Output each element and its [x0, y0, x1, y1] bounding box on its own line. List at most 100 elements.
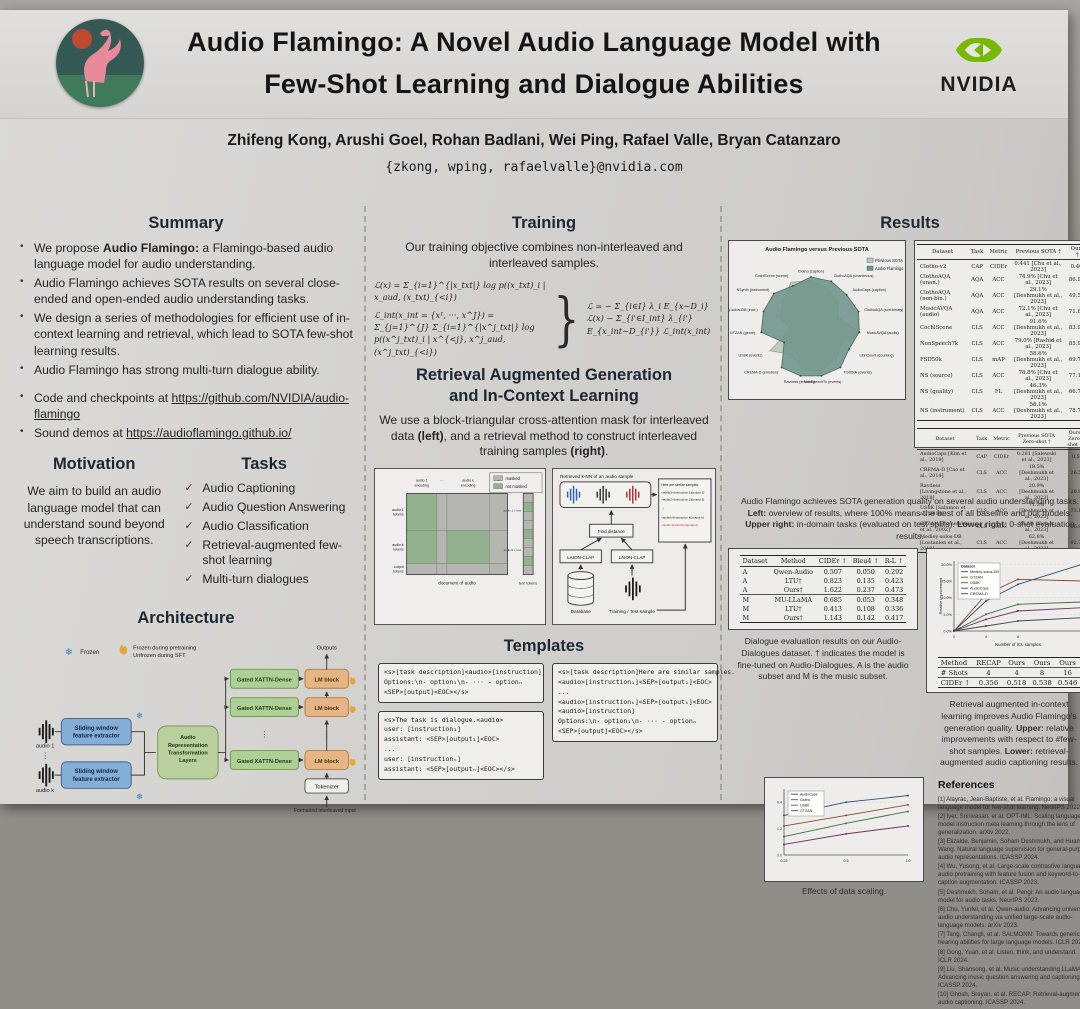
template-box-dialogue: <s>The task is dialogue.<audio> user: [i…: [378, 711, 544, 781]
summary-heading: Summary: [16, 214, 356, 233]
svg-text:Ravdess (emotion): Ravdess (emotion): [784, 380, 815, 384]
code-line: ⋮: [661, 505, 665, 510]
svg-text:ClothoAQA (non-binary): ClothoAQA (non-binary): [864, 308, 903, 312]
svg-text:text tokens: text tokens: [519, 581, 537, 585]
nvidia-eye-icon: [956, 34, 1002, 66]
icl-caption: Retrieval augmented in-context learning …: [934, 699, 1080, 769]
svg-text:US8K (events): US8K (events): [739, 353, 763, 357]
tasks-list: Audio CaptioningAudio Question Answering…: [172, 481, 356, 588]
training-heading: Training: [374, 214, 714, 233]
training-equations: ℒ(x) = Σ_{i=1}^{|x_txt|} log p((x_txt)_i…: [374, 279, 714, 358]
title-line-1: Audio Flamingo: A Novel Audio Language M…: [150, 22, 918, 64]
arch-audiok-label: audio k: [36, 788, 54, 794]
dialogue-caption: Dialogue evaluation results on our Audio…: [736, 636, 910, 682]
column-divider: [364, 206, 366, 800]
reference-item: [4] Wu, Yusong, et al. Large-scale contr…: [938, 863, 1080, 887]
box-label: LM block: [314, 678, 339, 684]
svg-text:5.0%: 5.0%: [943, 613, 952, 617]
flamingo-logo: [56, 19, 144, 107]
svg-text:audio k: audio k: [462, 478, 474, 482]
box-label: LAION-CLAP: [619, 555, 646, 560]
svg-text:Audio Flamingo: Audio Flamingo: [875, 266, 904, 271]
rag-heading-1: Retrieval Augmented Generation: [374, 366, 714, 385]
poster-columns: Summary We propose Audio Flamingo: a Fla…: [0, 202, 1068, 804]
motivation-heading: Motivation: [16, 455, 172, 474]
svg-text:4: 4: [985, 635, 987, 639]
summary-bullet[interactable]: Code and checkpoints at https://github.c…: [20, 390, 354, 422]
flame-icon: [350, 677, 356, 685]
svg-text:Clotho (caption): Clotho (caption): [798, 269, 824, 273]
svg-text:tokens: tokens: [393, 512, 404, 516]
svg-text:GTZAN: GTZAN: [970, 576, 983, 580]
box-label: Transformation: [168, 751, 208, 757]
reference-item: [6] Chu, Yunfei, et al. Qwen-audio: Adva…: [938, 906, 1080, 930]
box-label: Gated XATTN-Dense: [237, 706, 292, 712]
reference-item: [3] Elizalde, Benjamin, Soham Deshmukh, …: [938, 838, 1080, 862]
box-label: Audio: [180, 735, 196, 741]
motivation-tasks-row: Motivation We aim to build an audio lang…: [16, 455, 356, 591]
arch-legend-flame-1: Frozen during pretraining: [133, 646, 196, 652]
authors-block: Zhifeng Kong, Arushi Goel, Rohan Badlani…: [0, 132, 1068, 175]
photo-background: Audio Flamingo: A Novel Audio Language M…: [0, 0, 1080, 810]
reference-item: [5] Deshmukh, Soham, et al. Pengi: An au…: [938, 889, 1080, 905]
author-names: Zhifeng Kong, Arushi Goel, Rohan Badlani…: [0, 132, 1068, 150]
box-label: Layers: [179, 758, 197, 764]
svg-text:LibriCount (counting): LibriCount (counting): [859, 353, 893, 357]
box-label: LM block: [314, 706, 339, 712]
arch-legend-flame-2: Unfrozen during SFT: [133, 653, 186, 659]
box-label: Tokenizer: [315, 785, 339, 791]
box-label: feature extractor: [73, 734, 121, 740]
code-line: <audio2>[instruction 2]{output 2}: [661, 497, 704, 501]
box-label: Representation: [168, 743, 208, 749]
flame-icon: [120, 645, 127, 655]
templates-row: <s>[task description]<audio>[instruction…: [374, 663, 714, 780]
svg-text:0.25: 0.25: [781, 859, 788, 863]
nvidia-logo: NVIDIA: [924, 34, 1034, 97]
knn-label: Retrieved k-NN of an audio sample: [560, 474, 634, 480]
arch-outputs-label: Outputs: [316, 646, 337, 652]
svg-text:0.0%: 0.0%: [943, 630, 952, 634]
reference-item: [9] Liu, Shansong, et al. Music understa…: [938, 966, 1080, 990]
summary-bullet: Audio Flamingo has strong multi-turn dia…: [20, 362, 354, 378]
box-label: Gated XATTN-Dense: [237, 759, 292, 765]
arch-legend-frozen: Frozen: [80, 649, 100, 656]
database-icon: [568, 571, 594, 605]
lm-blocks: LM block LM block ⋮ LM block: [305, 670, 348, 770]
svg-text:ClothoAQA (unanimous): ClothoAQA (unanimous): [834, 274, 874, 278]
svg-text:0.2: 0.2: [777, 827, 782, 831]
task-item: Audio Question Answering: [184, 500, 356, 516]
task-item: Audio Captioning: [184, 481, 356, 497]
summary-bullet[interactable]: Sound demos at https://audioflamingo.git…: [20, 425, 354, 441]
equation-2a: ℒ_int(x_int = {x¹, ···, x^J}) =: [374, 309, 546, 321]
equation-2b: Σ_{j=1}^{J} Σ_{i=1}^{|x^j_txt|} log p((x…: [374, 321, 546, 358]
svg-text:0.5: 0.5: [844, 859, 849, 863]
reference-item: [2] Iyer, Srinivasan, et al. OPT-IML: Sc…: [938, 813, 1080, 837]
author-emails: {zkong, wping, rafaelvalle}@nvidia.com: [0, 160, 1068, 175]
waveform-icon: [39, 721, 54, 744]
svg-text:20.0%: 20.0%: [941, 563, 952, 567]
svg-text:Dataset: Dataset: [961, 565, 975, 569]
snowflake-icon: ❄: [65, 647, 73, 658]
